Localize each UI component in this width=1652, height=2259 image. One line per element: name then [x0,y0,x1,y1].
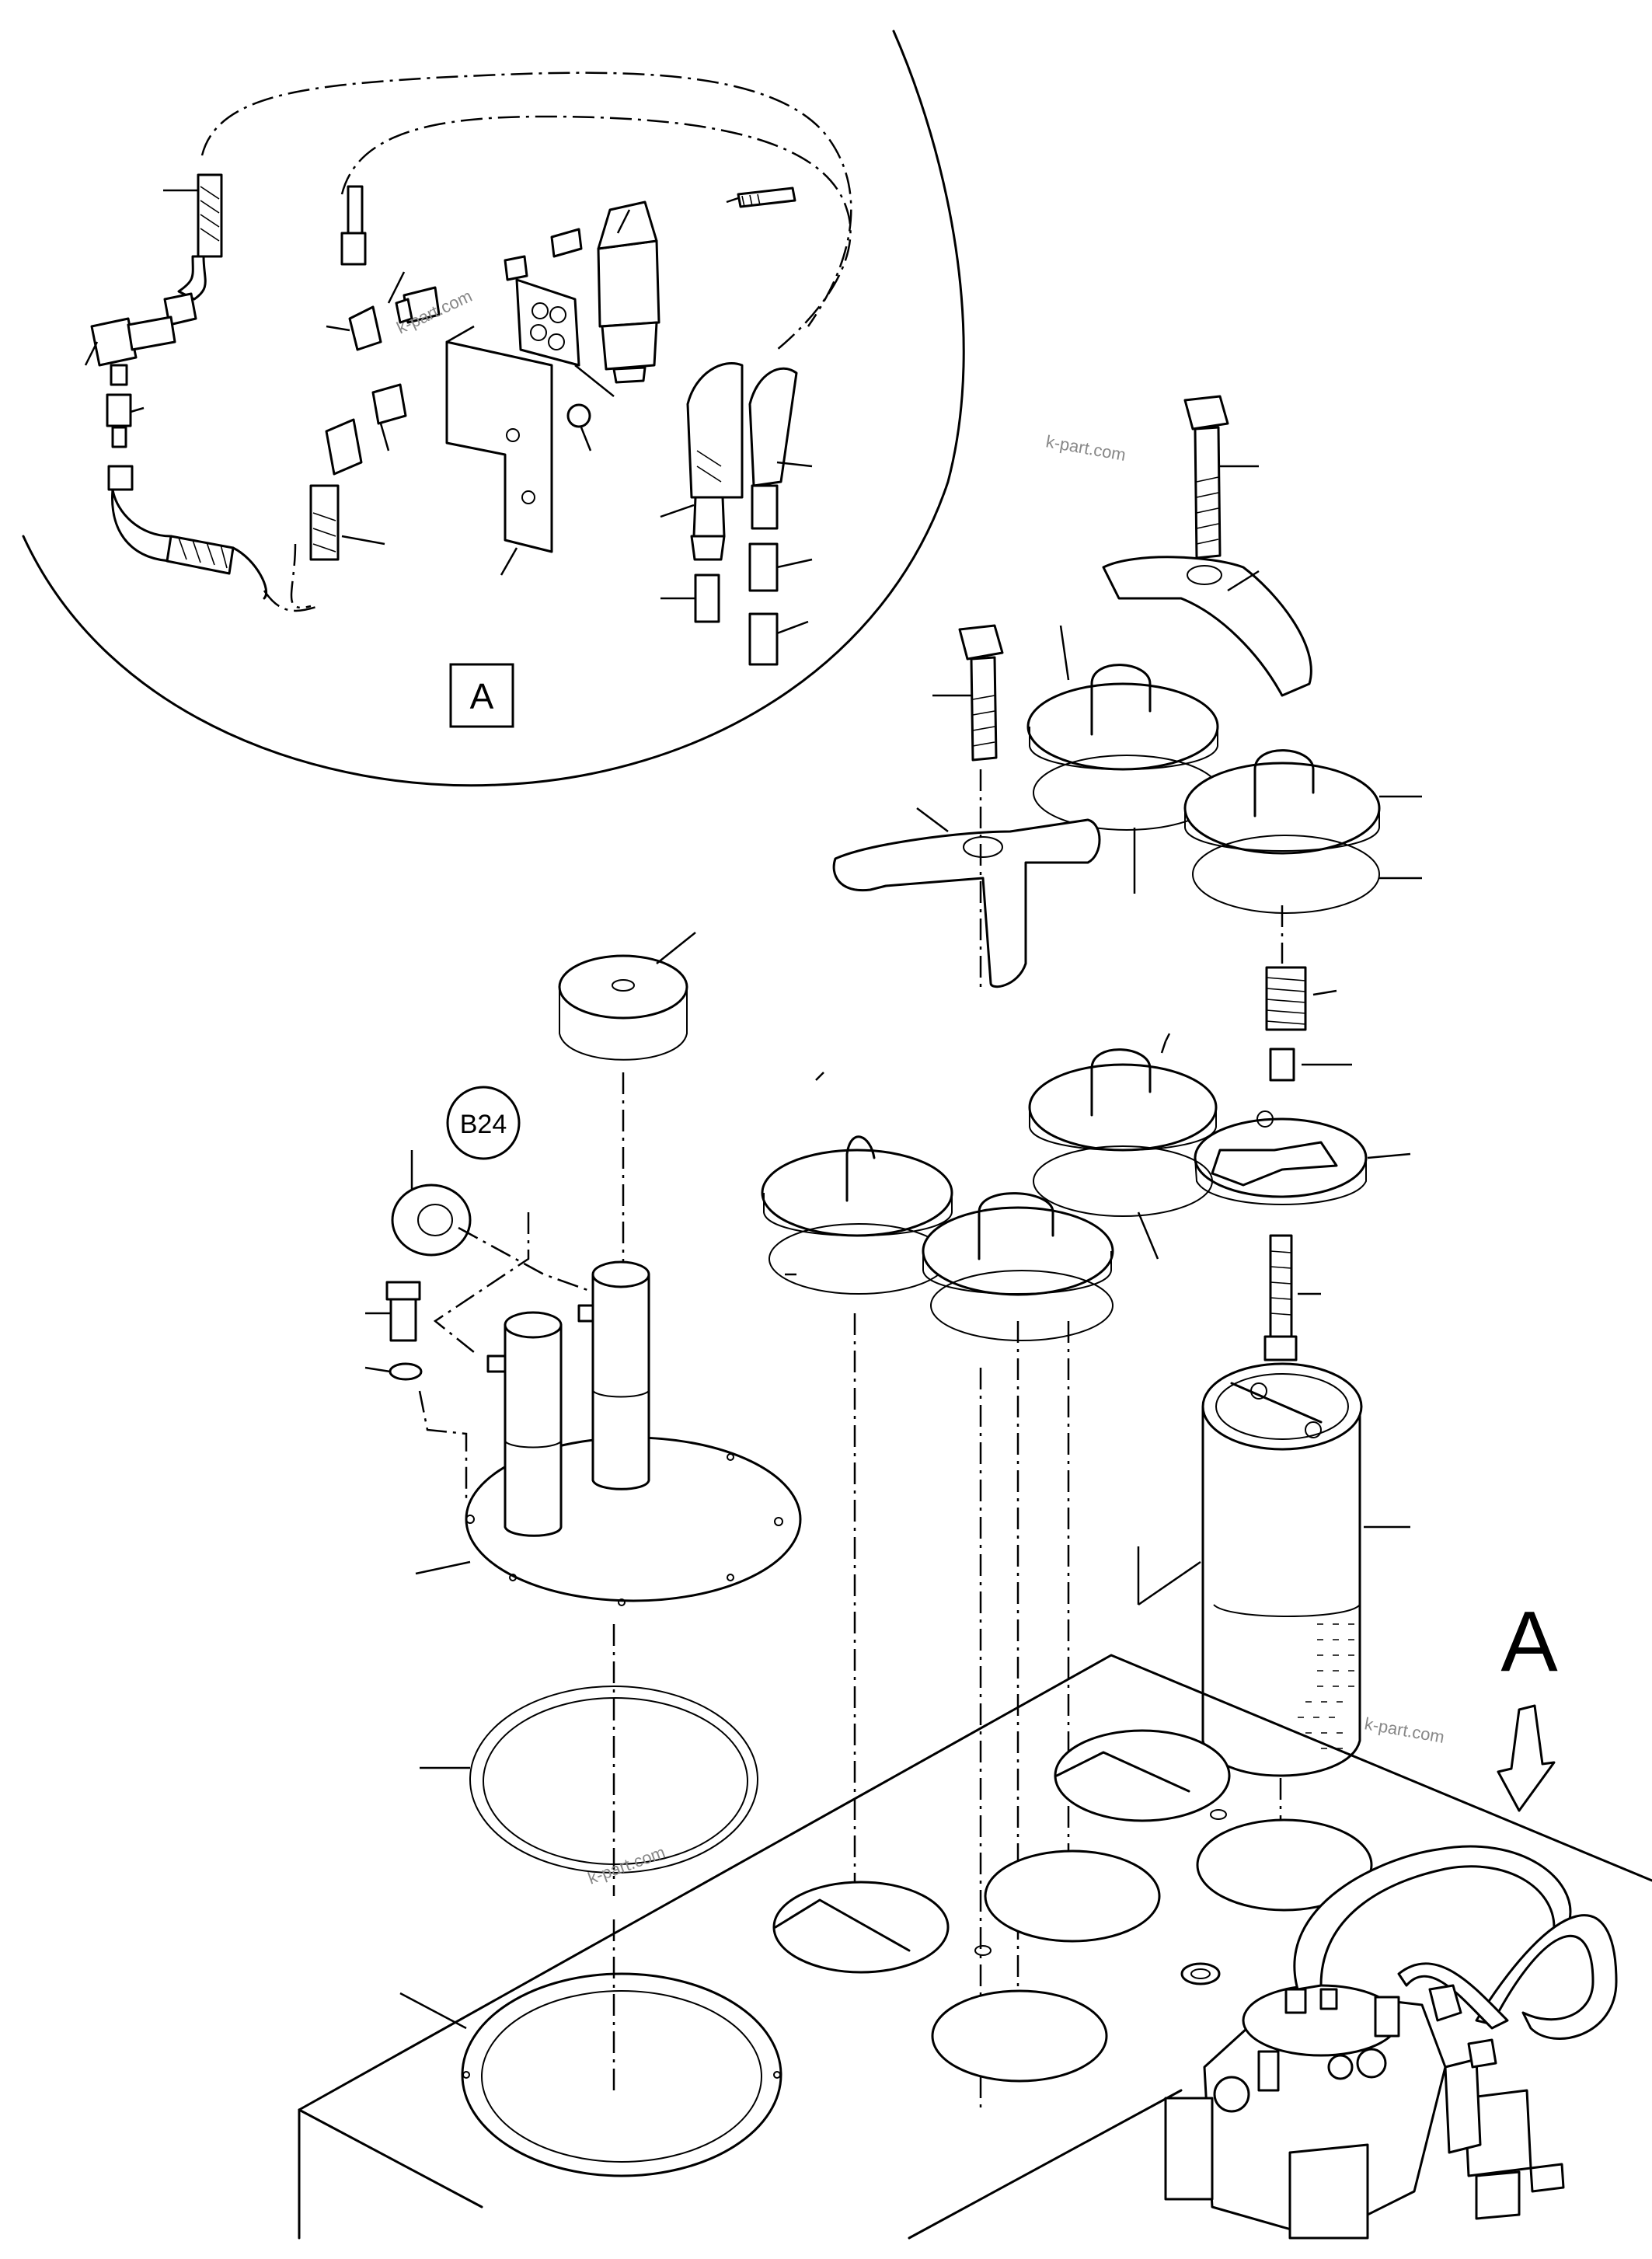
watermark-4: k-part.com [585,1842,667,1888]
strainer-cylinder [1137,1362,1410,1777]
middle-lids [761,769,1284,2114]
left-tank-cover-assembly: B24 [364,932,802,2177]
upper-right-lids-and-bars [832,395,1422,1361]
left-hose-assembly [84,173,268,600]
strainer-perforations [1298,1623,1354,1749]
view-a-label: A [1500,1594,1558,1689]
tank-top [298,1654,1652,2240]
view-a-indicator: A [1497,1594,1558,1812]
detail-a-box [449,663,514,728]
detail-a-callout: A [22,30,965,787]
ref-circle-b24 [446,1086,521,1160]
ref-circle-b24-label: B24 [460,1110,507,1139]
right-hose-fittings [660,361,813,666]
valve-block-assembly [1164,1845,1618,2240]
manifold-plate-and-valve [309,185,796,576]
watermark-2: k-part.com [1044,431,1127,465]
watermark-3: k-part.com [1363,1713,1446,1747]
detail-a-label: A [470,676,494,716]
